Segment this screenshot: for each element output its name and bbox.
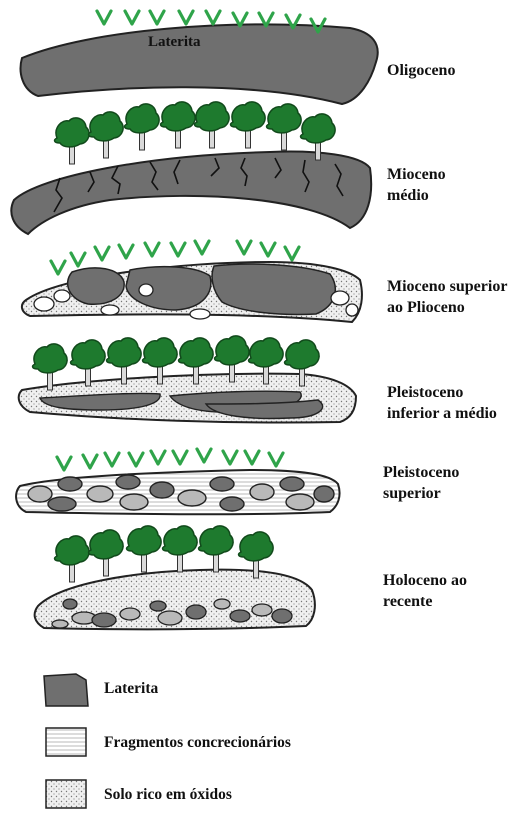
stage-label-oligoceno: Oligoceno [387, 60, 455, 81]
stage-mioceno-medio-profile [11, 102, 371, 234]
stage-label-line: médio [387, 185, 446, 206]
legend-swatch-fragmentos [46, 728, 86, 756]
legend-swatch-laterita [44, 674, 88, 706]
stage-label-line: Oligoceno [387, 60, 455, 81]
stage-oligoceno-profile [21, 11, 378, 104]
stage-label-line: recente [383, 591, 467, 612]
stage-label-mioceno-superior: Mioceno superior ao Plioceno [387, 276, 507, 318]
stage-pleistoceno-superior-profile [16, 449, 340, 514]
laterita-inline-label: Laterita [148, 34, 200, 51]
stage-label-line: inferior a médio [387, 403, 497, 424]
stage-pleistoceno-inferior-profile [19, 336, 356, 423]
stage-label-pleistoceno-superior: Pleistoceno superior [383, 462, 459, 504]
stage-mioceno-superior-profile [22, 241, 362, 322]
legend-swatch-solo [46, 780, 86, 808]
stage-holoceno-profile [35, 526, 315, 629]
legend-label-solo: Solo rico em óxidos [104, 786, 232, 804]
stage-label-line: superior [383, 483, 459, 504]
stage-label-mioceno-medio: Mioceno médio [387, 164, 446, 206]
stage-label-line: ao Plioceno [387, 297, 507, 318]
stage-label-holoceno: Holoceno ao recente [383, 570, 467, 612]
stage-label-pleistoceno-inferior: Pleistoceno inferior a médio [387, 382, 497, 424]
stage-label-line: Mioceno superior [387, 276, 507, 297]
legend-swatches [44, 674, 88, 808]
stage-label-line: Mioceno [387, 164, 446, 185]
legend-label-fragmentos: Fragmentos concrecionários [104, 734, 291, 752]
stage-label-line: Pleistoceno [383, 462, 459, 483]
stage-label-line: Pleistoceno [387, 382, 497, 403]
legend-label-laterita: Laterita [104, 680, 158, 698]
stage-label-line: Holoceno ao [383, 570, 467, 591]
grass-row-5 [57, 449, 283, 470]
